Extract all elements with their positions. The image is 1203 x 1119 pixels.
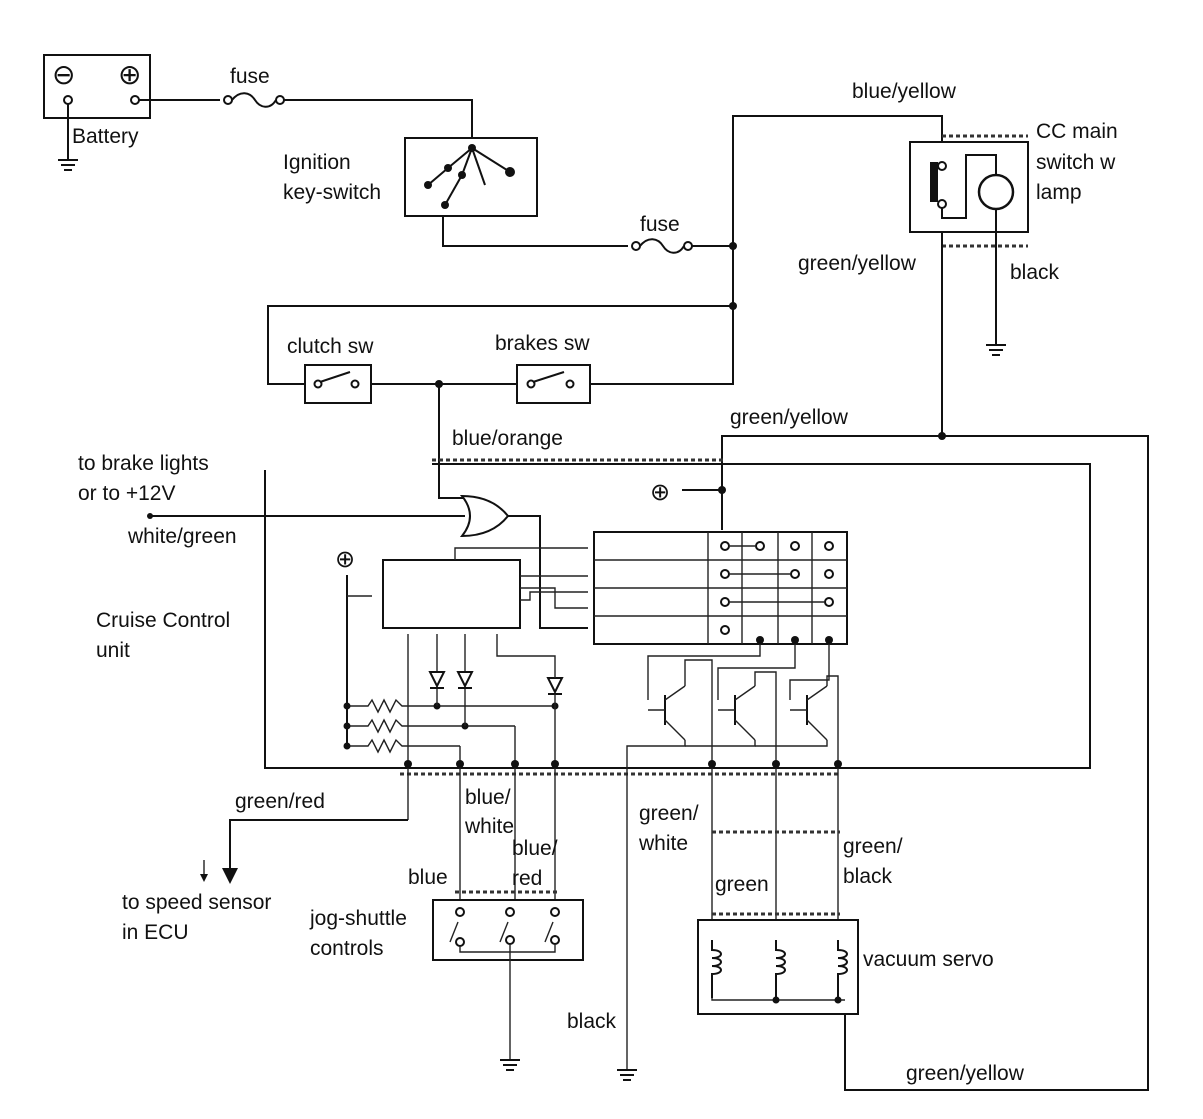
diode-icon <box>546 677 564 695</box>
resistor-icon <box>347 698 555 714</box>
ccu-plus-left-icon: ⊕ <box>335 545 355 573</box>
transistor-icon <box>648 685 686 741</box>
diode-icon <box>456 671 474 689</box>
fuse-top-label: fuse <box>230 65 270 88</box>
resistor-icon <box>347 738 460 754</box>
battery-minus-icon: ⊖ <box>52 58 75 91</box>
blue-orange-label: blue/orange <box>452 427 563 450</box>
battery-box <box>43 54 151 119</box>
speed-sensor-label-line1: to speed sensor <box>122 891 271 914</box>
coil-icon <box>837 940 848 998</box>
ground-icon <box>986 344 1006 356</box>
black-bottom-label: black <box>567 1010 617 1033</box>
ccu-label-line1: Cruise Control <box>96 609 230 632</box>
relay-contacts <box>720 541 834 635</box>
cc-switch-icon <box>930 161 947 209</box>
green-black-label-line1: green/ <box>843 835 903 858</box>
blue-white-label-line2: white <box>464 815 514 838</box>
green-yellow-bottom-label: green/yellow <box>906 1062 1025 1085</box>
green-white-label-line2: white <box>638 832 688 855</box>
cc-main-label-line2: switch w <box>1036 151 1116 174</box>
ignition-label-line2: key-switch <box>283 181 381 204</box>
cc-main-label-line3: lamp <box>1036 181 1082 204</box>
green-black-label-line2: black <box>843 865 893 888</box>
jog-switch-icon <box>544 907 560 945</box>
green-white-label-line1: green/ <box>639 802 699 825</box>
ignition-key-icon <box>424 144 515 209</box>
logic-block <box>382 559 521 629</box>
battery-plus-icon: ⊕ <box>118 58 141 91</box>
jog-switch-icon <box>499 907 515 945</box>
speed-sensor-label-line2: in ECU <box>122 921 189 944</box>
blue-red-label-line2: red <box>512 867 542 890</box>
green-yellow-mid-label: green/yellow <box>730 406 849 429</box>
blue-yellow-label: blue/yellow <box>852 80 957 103</box>
green-yellow-top-label: green/yellow <box>798 252 917 275</box>
green-red-label: green/red <box>235 790 325 813</box>
transistor-icon <box>790 685 828 741</box>
ground-icon <box>617 1069 637 1081</box>
ground-icon <box>500 1059 520 1071</box>
resistor-icon <box>347 718 515 734</box>
coil-icon <box>711 940 722 998</box>
ccu-plus-right-icon: ⊕ <box>650 478 670 506</box>
black-top-label: black <box>1010 261 1060 284</box>
jog-shuttle-label-line2: controls <box>310 937 384 960</box>
green-label: green <box>715 873 769 896</box>
blue-label: blue <box>408 866 448 889</box>
ignition-label-line1: Ignition <box>283 151 351 174</box>
fuse-mid-icon <box>631 238 693 254</box>
brakes-sw-label: brakes sw <box>495 332 590 355</box>
fuse-mid-label: fuse <box>640 213 680 236</box>
lamp-icon <box>977 173 1015 211</box>
battery: ⊖ ⊕ <box>43 54 151 171</box>
cc-main-label-line1: CC main <box>1036 120 1118 143</box>
ccu-label-line2: unit <box>96 639 130 662</box>
blue-white-label-line1: blue/ <box>465 786 511 809</box>
vacuum-servo-label: vacuum servo <box>863 948 994 971</box>
clutch-sw-label: clutch sw <box>287 335 374 358</box>
clutch-switch-icon <box>313 371 360 389</box>
brakes-switch-icon <box>526 371 575 389</box>
jog-shuttle-label-line1: jog-shuttle <box>309 907 407 930</box>
or-gate-icon <box>459 494 510 538</box>
arrow-down-icon <box>222 868 238 884</box>
brake-lights-label-line1: to brake lights <box>78 452 209 475</box>
brake-lights-label-line2: or to +12V <box>78 482 175 505</box>
ground-icon <box>58 159 78 171</box>
battery-label: Battery <box>72 125 139 148</box>
coil-icon <box>775 940 786 998</box>
white-green-label: white/green <box>127 525 237 548</box>
fuse-top-icon <box>223 92 285 108</box>
diode-icon <box>428 671 446 689</box>
transistor-icon <box>718 685 756 741</box>
blue-red-label-line1: blue/ <box>512 837 558 860</box>
